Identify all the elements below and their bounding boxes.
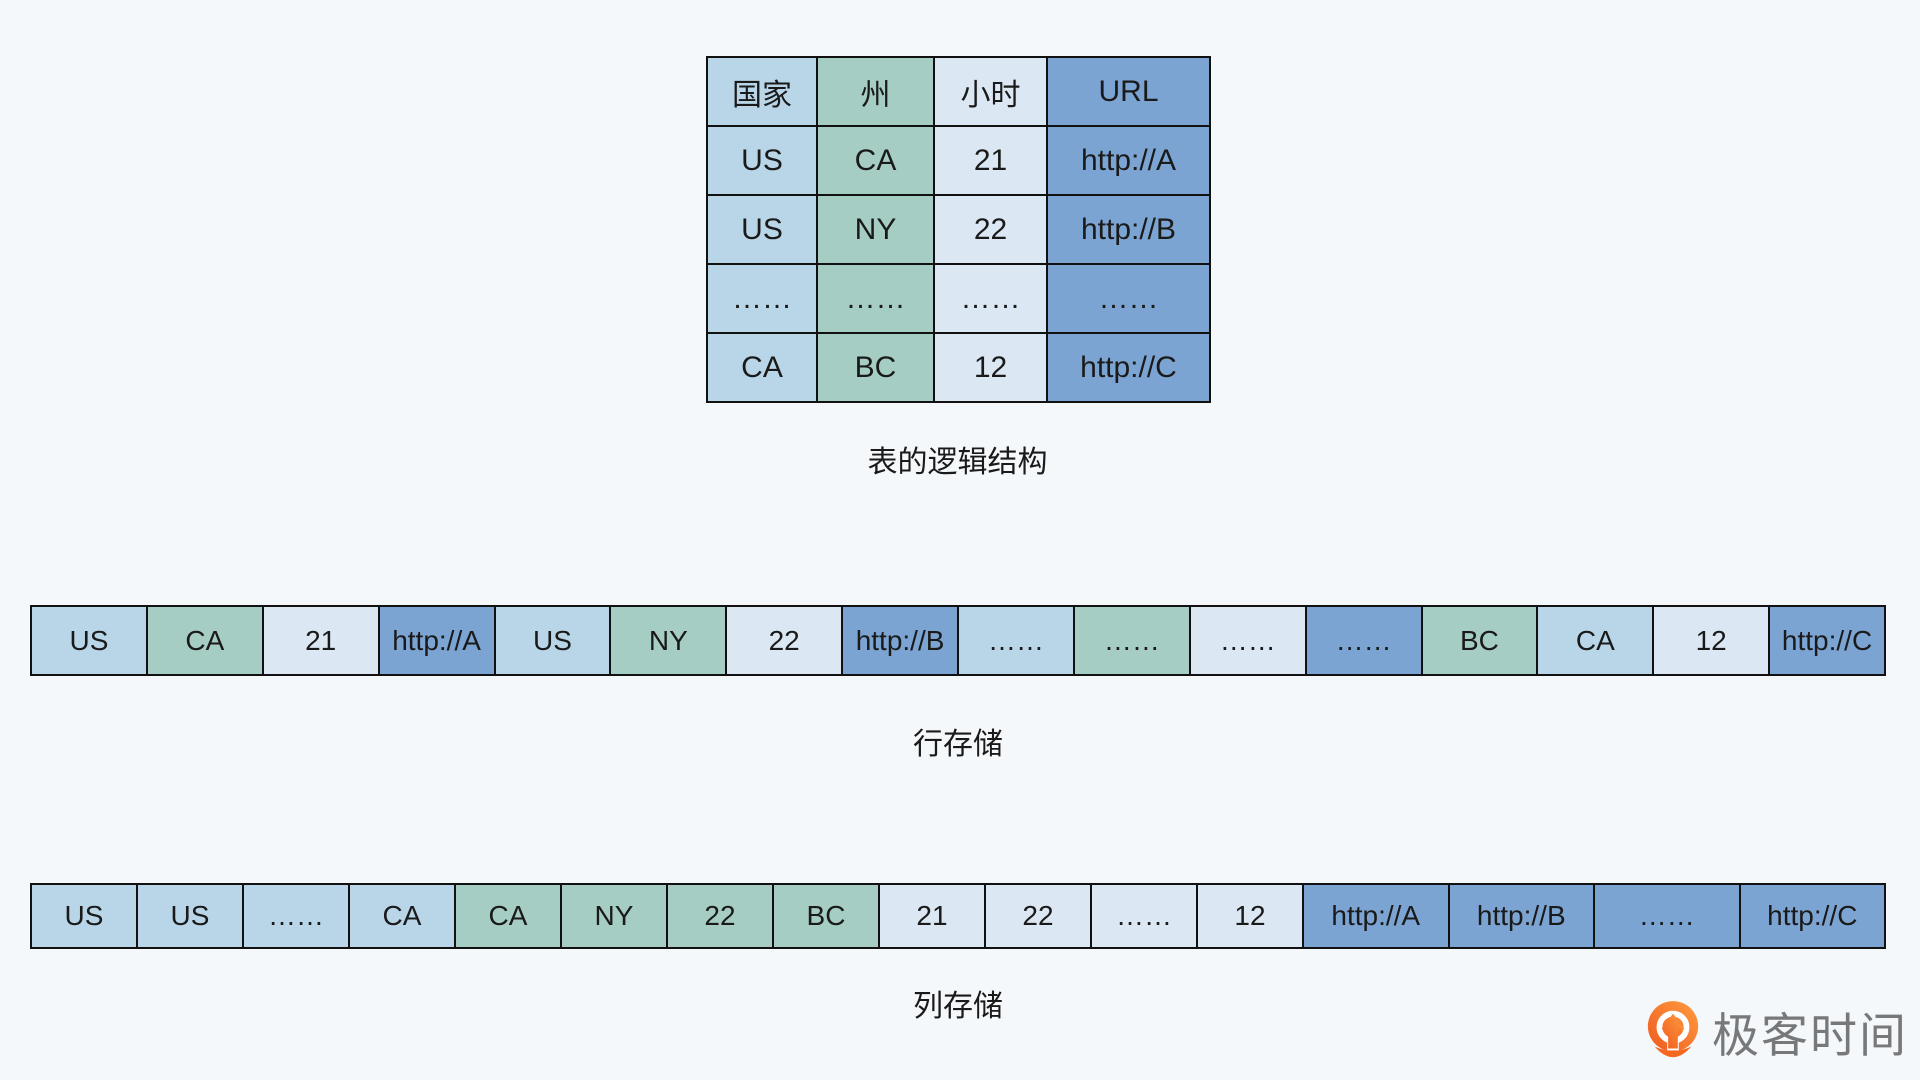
row-storage-cell: …… [958, 606, 1074, 675]
table-cell: http://B [1047, 195, 1210, 264]
table-cell: 22 [934, 195, 1047, 264]
table-header-cell: URL [1047, 57, 1210, 126]
table-cell: BC [817, 333, 934, 402]
row-storage-cell: NY [610, 606, 727, 675]
column-storage-cell: http://B [1448, 884, 1595, 948]
row-storage-cell: CA [146, 606, 263, 675]
row-storage-cell: …… [1073, 606, 1190, 675]
table-cell: US [707, 126, 817, 195]
row-storage-cell: http://C [1769, 606, 1885, 675]
column-storage-cell: CA [349, 884, 455, 948]
table-cell: CA [707, 333, 817, 402]
column-storage-cell: NY [561, 884, 667, 948]
column-storage-cell: http://A [1303, 884, 1449, 948]
column-storage-cell: 22 [985, 884, 1091, 948]
geektime-logo-icon [1644, 999, 1702, 1072]
row-storage-cell: 21 [262, 606, 379, 675]
row-storage-cell: CA [1537, 606, 1654, 675]
table-cell: 12 [934, 333, 1047, 402]
row-storage-cell: 22 [726, 606, 843, 675]
table-cell: …… [934, 264, 1047, 333]
row-storage-cell: US [31, 606, 147, 675]
table-header-cell: 国家 [707, 57, 817, 126]
table-cell: 21 [934, 126, 1047, 195]
column-storage-cell: BC [773, 884, 879, 948]
table-cell: …… [707, 264, 817, 333]
column-storage-cell: 21 [879, 884, 985, 948]
row-storage-cell: US [494, 606, 611, 675]
column-storage-cell: 22 [667, 884, 773, 948]
row-storage-cell: 12 [1653, 606, 1770, 675]
column-storage-cell: …… [1091, 884, 1197, 948]
table-header-cell: 州 [817, 57, 934, 126]
table-cell: http://C [1047, 333, 1210, 402]
row-storage-cell: …… [1189, 606, 1306, 675]
geektime-logo: 极客时间 [1644, 999, 1908, 1072]
table-cell: …… [1047, 264, 1210, 333]
logical-table-caption: 表的逻辑结构 [867, 446, 1048, 479]
table-header-cell: 小时 [934, 57, 1047, 126]
table-cell: US [707, 195, 817, 264]
geektime-logo-text: 极客时间 [1712, 1009, 1908, 1062]
column-storage-caption: 列存储 [913, 990, 1003, 1023]
table-cell: CA [817, 126, 934, 195]
table-cell: http://A [1047, 126, 1210, 195]
column-storage-cell: US [31, 884, 137, 948]
column-storage-cell: US [137, 884, 243, 948]
column-storage-cell: …… [1594, 884, 1740, 948]
column-storage-cell: http://C [1739, 884, 1886, 948]
row-storage-cell: http://A [378, 606, 495, 675]
row-storage-caption: 行存储 [913, 728, 1003, 761]
column-storage-cell: …… [243, 884, 349, 948]
row-storage-cell: …… [1305, 606, 1422, 675]
row-storage-cell: BC [1421, 606, 1538, 675]
column-storage-cell: 12 [1197, 884, 1303, 948]
table-cell: NY [817, 195, 934, 264]
row-storage-cell: http://B [842, 606, 958, 675]
table-cell: …… [817, 264, 934, 333]
column-storage-cell: CA [455, 884, 561, 948]
